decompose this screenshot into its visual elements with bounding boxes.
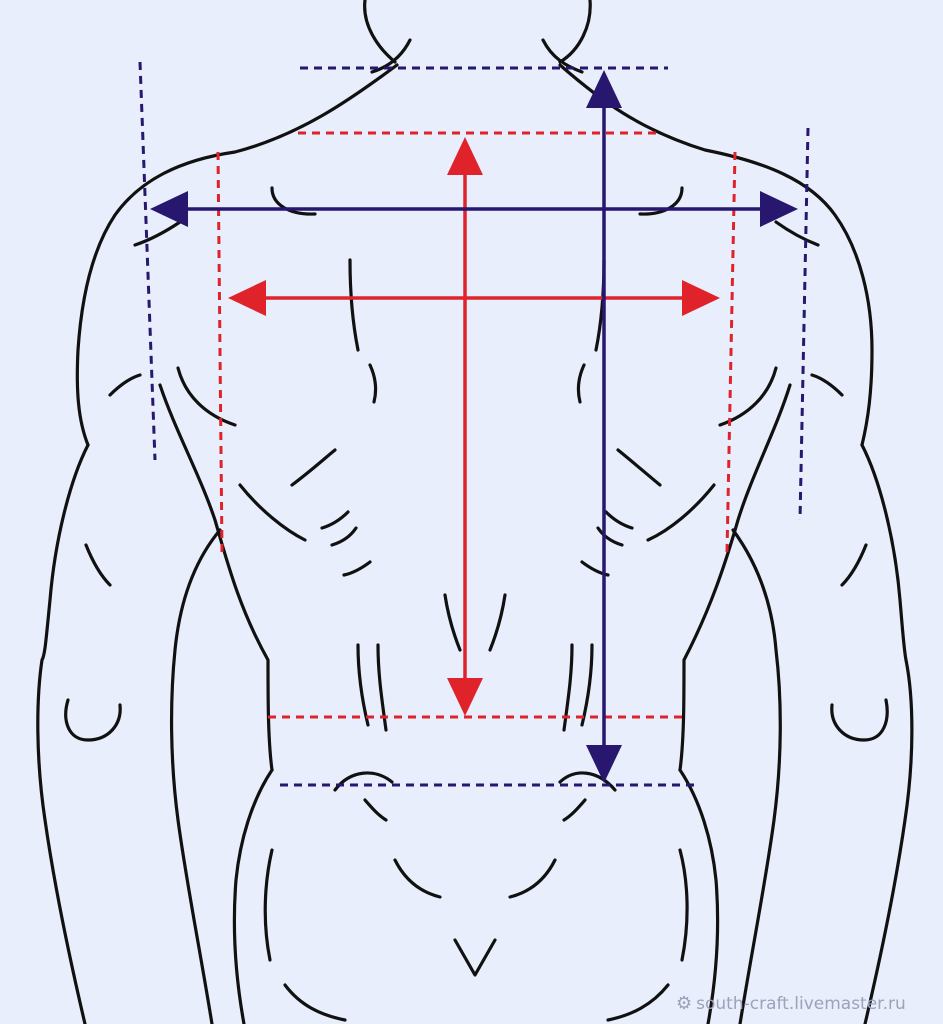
triceps-left [84,543,112,587]
red-right-guide [725,151,737,553]
navy-arrowhead-left [150,191,188,227]
rhomboid-right [576,363,586,404]
serratus-right-2 [596,526,624,547]
lat-mid-left [290,448,337,487]
lower-back-curve-left [363,798,388,822]
red-arrowhead-right [682,280,720,316]
lower-back-curve-right [562,798,587,822]
rhomboid-left [368,363,378,404]
buttock-fold-right [508,858,557,899]
spine-left-upper [348,258,360,352]
erector-left-3 [376,643,388,732]
neck-left [363,0,397,64]
glute-right [606,983,670,1022]
elbow-right [830,698,889,742]
serratus-left-2 [330,526,358,547]
deltoid-left-mark [133,220,182,247]
glute-left [283,983,347,1022]
hip-inner-left [263,848,274,962]
lower-back-right [558,771,617,792]
erector-left-2 [356,643,370,727]
lat-upper-right [810,373,844,397]
deltoid-right-mark [774,220,820,247]
serratus-right-1 [604,510,634,530]
torso-right-side [678,383,792,772]
watermark: ⚙south-craft.livemaster.ru [676,993,906,1014]
serratus-left-3 [342,560,372,577]
lat-upper-left [108,373,142,397]
navy-guides [138,61,810,787]
watermark-text: south-craft.livemaster.ru [696,994,906,1014]
arm-right-inner [731,528,782,1024]
navy-left-shoulder-guide [138,61,157,461]
erector-right-1 [488,593,507,652]
triceps-right [840,543,868,587]
red-guides [216,131,737,719]
neck-base-left [370,38,412,74]
erector-right-2 [580,643,594,727]
red-arrowhead-top [447,137,483,175]
sacrum-v [453,938,497,977]
lower-back-left [333,771,394,792]
gear-icon: ⚙ [676,993,693,1014]
serratus-left-1 [320,510,350,530]
lat-lower-right [646,483,716,542]
buttock-fold-left [393,858,442,899]
erector-left-1 [443,593,462,652]
navy-arrowhead-bottom [586,745,622,783]
erector-right-3 [562,643,574,732]
scapula-lower-left [176,366,237,427]
scapula-lower-right [718,366,778,427]
red-arrowhead-bottom [447,678,483,716]
lat-mid-right [616,448,662,487]
hip-inner-right [678,848,689,962]
trapezius-left [75,63,399,447]
arm-right-outer [860,443,914,1024]
navy-right-shoulder-guide [798,127,810,521]
navy-arrowhead-top [586,70,622,108]
red-left-guide [216,151,224,553]
arm-left-inner [169,528,222,1024]
trapezius-right [558,63,874,447]
navy-measurements [150,70,798,783]
hip-right [678,768,720,1024]
red-arrowhead-left [228,280,266,316]
hip-left [232,768,274,1024]
lat-lower-left [238,483,307,542]
body-outline [36,0,914,1024]
elbow-left [64,698,122,742]
arm-left-outer [36,443,90,1024]
neck-right [558,0,592,64]
navy-arrowhead-right [760,191,798,227]
red-measurements [228,137,720,716]
neck-base-right [541,38,584,74]
torso-left-side [158,383,274,772]
